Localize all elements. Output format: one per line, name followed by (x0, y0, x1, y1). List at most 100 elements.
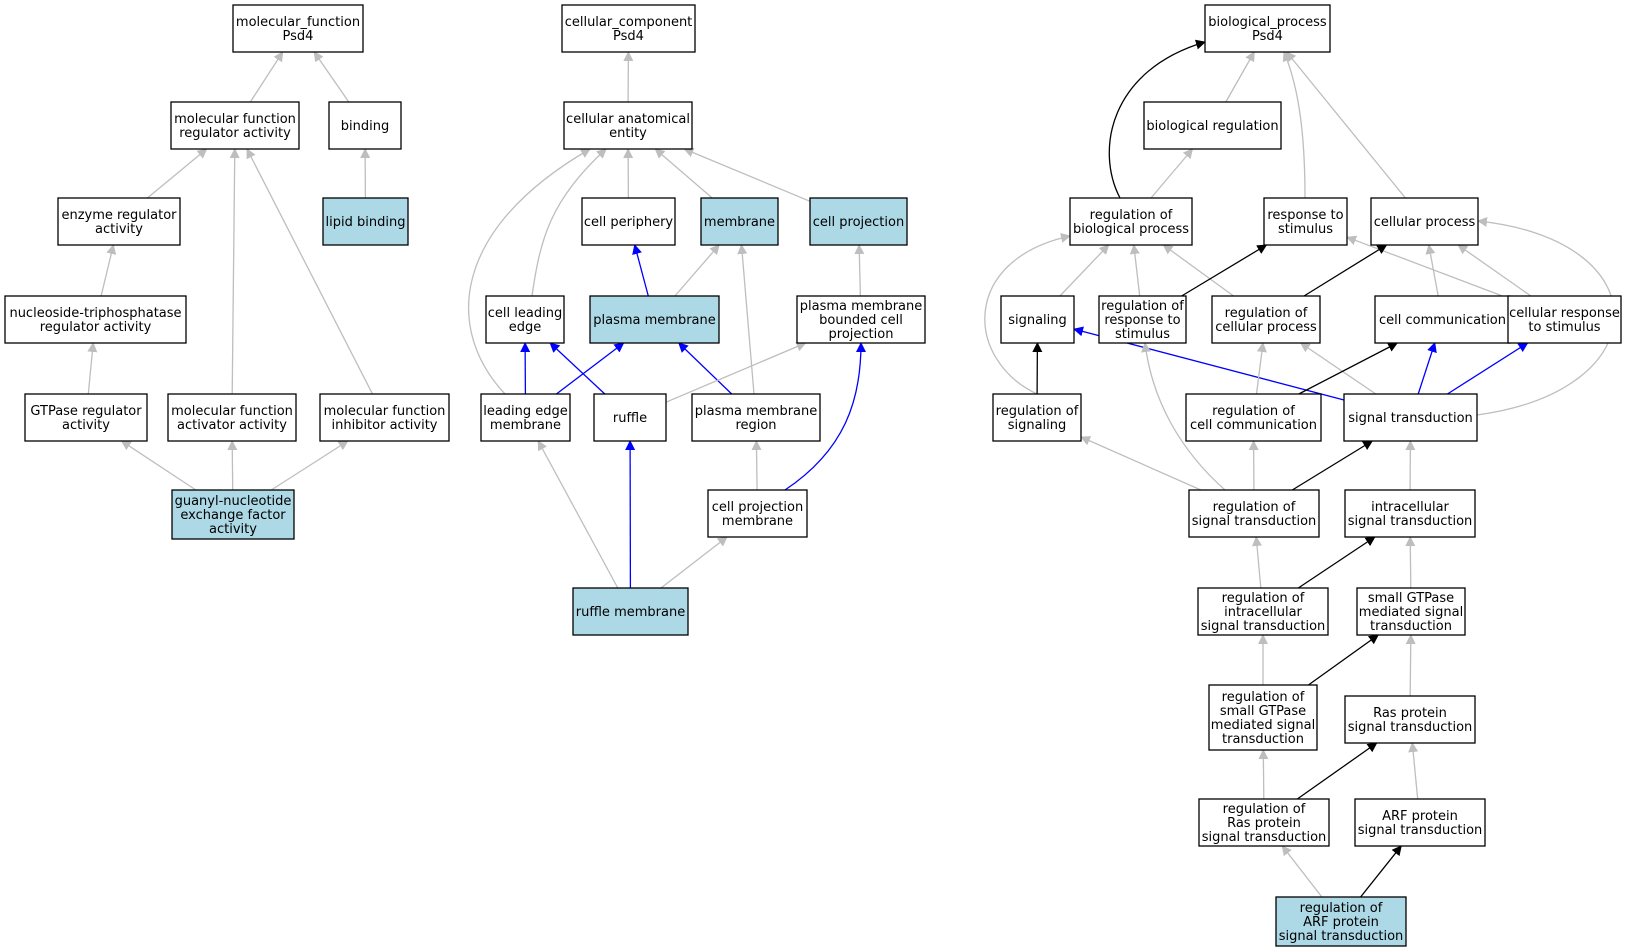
node-ruffle[interactable]: ruffle (593, 393, 667, 442)
edge-is-a-gnef-to-mf-inhibitor (270, 440, 349, 491)
node-box (328, 101, 402, 150)
node-label-line: molecular function (324, 404, 446, 419)
node-box (1098, 295, 1187, 344)
node-box (1204, 4, 1331, 53)
node-label-line: ARF protein (1382, 809, 1458, 824)
node-box (1343, 393, 1478, 442)
node-box (563, 101, 693, 150)
edge-is-a-ruffle-membrane-to-cell-proj-membrane (660, 536, 728, 589)
node-label-line: signal transduction (1201, 619, 1326, 634)
node-box (485, 295, 565, 344)
node-cell-proc[interactable]: cellular process (1370, 197, 1479, 246)
node-cell-projection[interactable]: cell projection (809, 197, 908, 246)
node-box (1356, 587, 1466, 636)
edge-regulates-reg-arf-to-arf-sig (1360, 845, 1402, 898)
edge-is-a-resp-stim-to-bp-root (1282, 51, 1306, 199)
node-label-line: cell projection (813, 215, 904, 230)
node-signal-trans[interactable]: signal transduction (1343, 393, 1478, 442)
node-plasma-membrane[interactable]: plasma membrane (589, 295, 720, 344)
node-bio-reg[interactable]: biological regulation (1143, 101, 1282, 150)
node-lipid-binding[interactable]: lipid binding (322, 197, 409, 246)
node-label-line: cellular anatomical (566, 112, 690, 127)
node-box (1275, 896, 1407, 947)
edge-is-a-mf-inhibitor-to-mf-regulator (246, 148, 374, 395)
node-label-line: activity (95, 222, 143, 237)
edge-regulates-reg-resp-stim-to-resp-stim (1181, 244, 1268, 297)
node-membrane[interactable]: membrane (700, 197, 779, 246)
node-label-line: cell periphery (584, 215, 674, 230)
edge-layer (87, 39, 1615, 898)
node-box (1344, 489, 1476, 538)
edge-is-a-small-gtpase-to-intra-sig-trans (1405, 536, 1416, 589)
node-label-line: signal transduction (1348, 411, 1473, 426)
node-box (572, 587, 689, 636)
node-label-line: ruffle membrane (576, 605, 685, 620)
node-label-line: inhibitor activity (331, 418, 437, 433)
node-box (1000, 295, 1075, 344)
node-label-line: region (735, 418, 776, 433)
node-label-line: cellular process (1215, 320, 1317, 335)
node-ruffle-membrane[interactable]: ruffle membrane (572, 587, 689, 636)
node-box (1198, 798, 1330, 847)
node-label-line: regulation of (1101, 299, 1184, 314)
edge-regulates-reg-cell-comm-to-cell-comm (1298, 342, 1399, 395)
node-box (480, 393, 571, 442)
node-label-line: cell communication (1379, 313, 1506, 328)
node-cell-periphery[interactable]: cell periphery (581, 197, 676, 246)
node-cell-comm[interactable]: cell communication (1374, 295, 1511, 344)
node-box (170, 101, 300, 150)
node-box (1143, 101, 1282, 150)
edge-is-a-reg-arf-to-reg-ras (1281, 845, 1323, 898)
node-label-line: mediated signal (1359, 605, 1463, 620)
node-box (1069, 197, 1193, 246)
node-signaling[interactable]: signaling (1000, 295, 1075, 344)
edge-is-a-signal-trans-to-reg-cell-proc (1299, 342, 1377, 395)
edge-regulates-reg-bio-proc-to-bp-root (1108, 39, 1206, 199)
node-binding[interactable]: binding (328, 101, 402, 150)
node-box (796, 295, 926, 344)
node-label-line: signal transduction (1358, 823, 1483, 838)
node-label-line: signal transduction (1202, 830, 1327, 845)
edge-is-a-binding-to-mf-root (313, 51, 350, 103)
node-box (1507, 295, 1622, 344)
node-label-line: membrane (704, 215, 775, 230)
edge-is-a-reg-ras-to-reg-small-gtpase (1258, 749, 1269, 800)
edge-is-a-ruffle-membrane-to-leading-edge-membrane (537, 440, 619, 589)
node-label-line: signaling (1008, 418, 1067, 433)
edge-is-a-pm-bounded-proj-to-cell-projection (854, 244, 865, 297)
